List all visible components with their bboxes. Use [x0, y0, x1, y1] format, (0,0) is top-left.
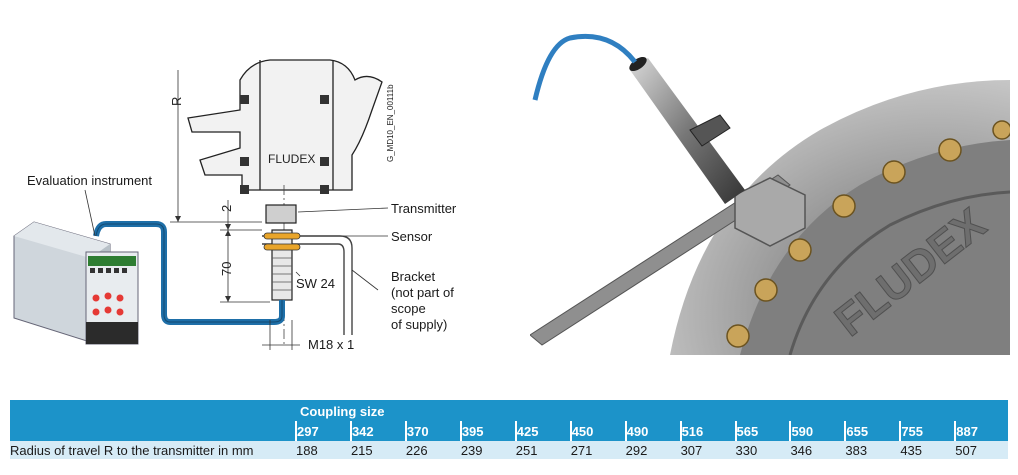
- sensor-nut-bottom: [263, 243, 301, 251]
- label-bracket: Bracket: [391, 269, 436, 284]
- label-sensor: Sensor: [391, 229, 433, 244]
- size-cell: 755: [899, 421, 956, 441]
- radius-cell: 239: [460, 441, 516, 459]
- table-size-row: 297 342 370 395 425 450 490 516 565 590 …: [10, 421, 1008, 441]
- size-cell: 516: [679, 421, 736, 441]
- size-cell: 342: [349, 421, 406, 441]
- radius-cell: 226: [405, 441, 461, 459]
- drawing-id: G_MD10_EN_00111b: [386, 84, 395, 162]
- sensor-photo: FLUDEX: [530, 0, 1010, 355]
- label-bracket-line3: scope: [391, 301, 426, 316]
- size-cell: 655: [844, 421, 901, 441]
- coupling-housing: [187, 59, 383, 191]
- radius-cell: 251: [515, 441, 571, 459]
- radius-cell: 507: [955, 441, 1008, 459]
- coupling-size-table: Coupling size 297 342 370 395 425 450 49…: [10, 400, 1008, 459]
- label-sw: SW 24: [296, 276, 336, 291]
- photo-sensor: [629, 56, 745, 204]
- radius-cell: 435: [900, 441, 956, 459]
- dimension-lines: [170, 70, 300, 350]
- sensor-body: [271, 229, 293, 301]
- dimension-70: 70: [219, 262, 234, 276]
- dimension-R: R: [169, 97, 184, 106]
- photo-transmitter: [734, 177, 806, 247]
- header-coupling-size: Coupling size: [296, 400, 1008, 421]
- table-radius-row: Radius of travel R to the transmitter in…: [10, 441, 1008, 459]
- radius-cell: 215: [350, 441, 406, 459]
- radius-cell: 271: [570, 441, 626, 459]
- housing-bolts: [240, 95, 329, 194]
- label-bracket-line2: (not part of: [391, 285, 454, 300]
- label-thread: M18 x 1: [308, 337, 355, 352]
- fludex-logo-drawing: FLUDEX: [268, 152, 315, 166]
- size-cell: 425: [514, 421, 571, 441]
- photo-bracket: [530, 174, 791, 346]
- sensor-nut-top: [263, 232, 301, 240]
- radius-cell: 330: [735, 441, 791, 459]
- transmitter-part: [265, 204, 297, 224]
- radius-cell: 292: [625, 441, 681, 459]
- radius-cell: 383: [845, 441, 901, 459]
- size-cell: 590: [789, 421, 846, 441]
- label-bracket-line4: of supply): [391, 317, 448, 332]
- size-cell: 887: [954, 421, 1008, 441]
- leader-lines: [84, 189, 389, 291]
- size-cell: 490: [624, 421, 681, 441]
- label-transmitter: Transmitter: [391, 201, 457, 216]
- radius-cell: 188: [296, 441, 351, 459]
- size-cell: 395: [459, 421, 516, 441]
- label-evaluation-instrument: Evaluation instrument: [27, 173, 153, 188]
- row-label-radius: Radius of travel R to the transmitter in…: [10, 441, 296, 459]
- rim-bolts: [726, 120, 1010, 348]
- evaluation-instrument: [13, 221, 139, 345]
- technical-drawing: FLUDEX: [13, 59, 395, 350]
- size-cell: 297: [295, 421, 351, 441]
- size-cell: 450: [569, 421, 626, 441]
- size-cell: 565: [734, 421, 791, 441]
- size-cell: 370: [404, 421, 461, 441]
- dimension-2: 2: [219, 205, 234, 212]
- photo-cable: [532, 33, 637, 101]
- table-header-row: Coupling size: [10, 400, 1008, 421]
- radius-cell: 346: [790, 441, 846, 459]
- radius-cell: 307: [680, 441, 736, 459]
